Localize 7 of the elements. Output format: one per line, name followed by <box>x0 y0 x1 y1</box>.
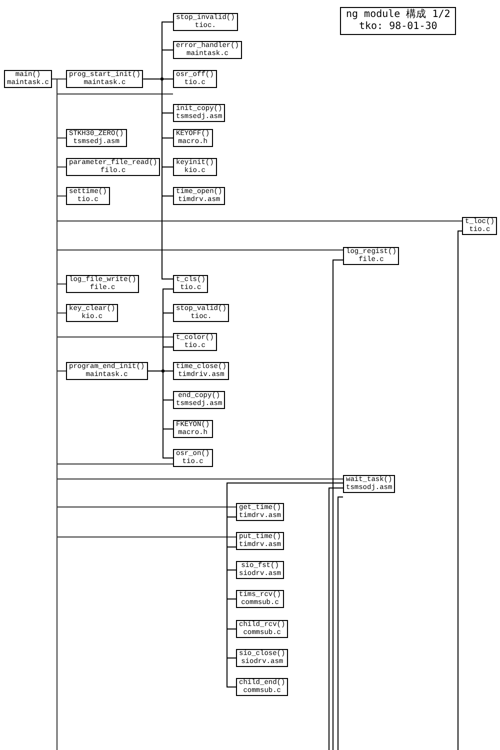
connector-line <box>142 78 174 280</box>
connector-line <box>338 496 344 750</box>
title-box: ng module 構成 1/2 tko: 98-01-30 <box>340 7 456 35</box>
connector-line <box>328 488 344 750</box>
connector-line <box>147 370 174 458</box>
connector-line <box>332 260 344 750</box>
connector-line <box>458 230 462 750</box>
